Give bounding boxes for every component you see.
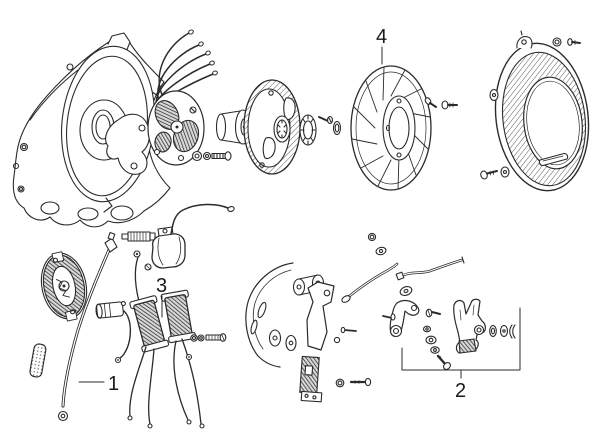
points-block	[299, 355, 323, 403]
stator-seat-ring	[60, 45, 156, 213]
fan-screws	[424, 97, 458, 110]
brake-shoes-assembly	[40, 251, 88, 322]
linkage-rods	[341, 232, 465, 303]
coil-screw-set	[190, 333, 227, 342]
callout-2-label: 2	[455, 380, 466, 402]
points-backplate	[245, 262, 372, 403]
cover-ear-left	[489, 88, 499, 102]
callout-2	[401, 307, 521, 379]
callout-4-label: 4	[376, 26, 387, 48]
lock-washer-screw-set	[299, 114, 342, 146]
flywheel-slot-upper	[283, 97, 296, 121]
control-cable	[57, 231, 156, 422]
cover-fasteners	[480, 37, 581, 180]
flywheel-rotor	[243, 79, 301, 175]
roller-bush	[29, 343, 47, 378]
ht-coil	[133, 203, 235, 310]
flywheel-slot-lower	[262, 137, 276, 160]
stator-plate-assembly	[147, 90, 205, 166]
cooling-fan	[350, 65, 432, 191]
wire-terminals	[188, 29, 218, 76]
cable-adjuster	[121, 231, 156, 242]
cover-top-tab	[516, 36, 533, 49]
cover-ear-lower	[500, 166, 510, 178]
callout-1-label: 1	[108, 373, 119, 395]
washers-clip-set	[489, 324, 516, 339]
sector-lever	[453, 298, 486, 354]
cam-lever-set	[382, 299, 451, 370]
fan-cover	[489, 30, 590, 192]
washer-bolt-set	[191, 150, 232, 162]
ignition-coils	[127, 289, 205, 429]
coil-leads	[129, 338, 202, 425]
condenser	[95, 301, 132, 364]
callout-3-label: 3	[156, 275, 167, 297]
